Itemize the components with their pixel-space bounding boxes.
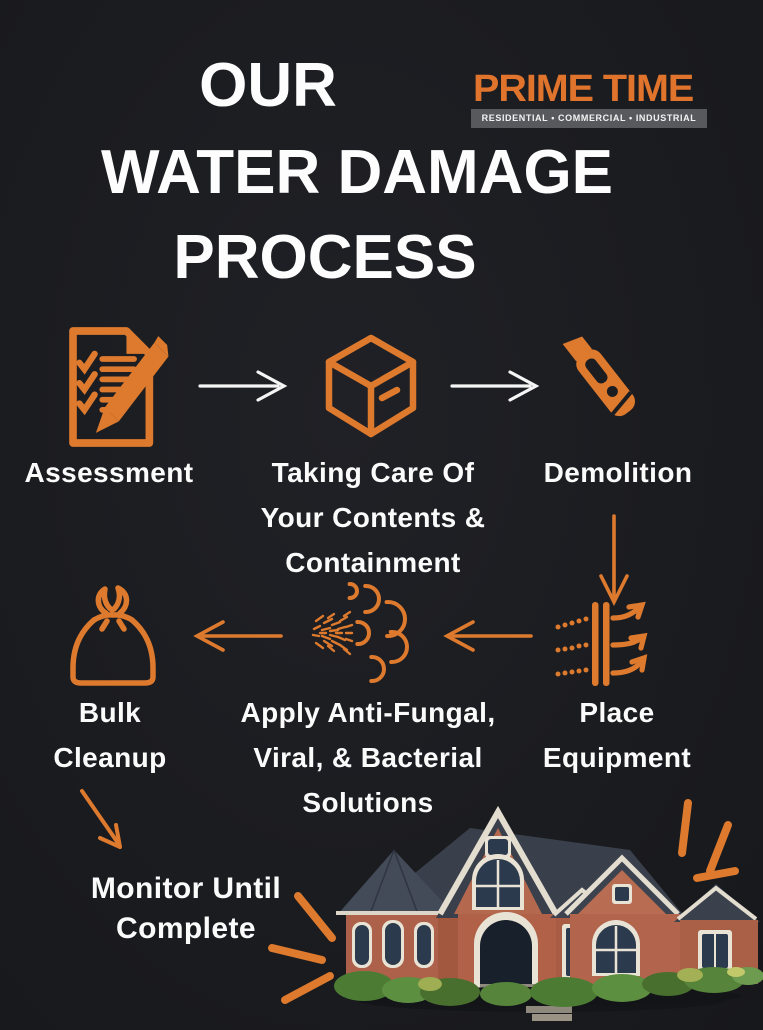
step-label-bulk-cleanup: Bulk Cleanup [53, 697, 167, 773]
brand-tagline: RESIDENTIAL • COMMERCIAL • INDUSTRIAL [471, 109, 707, 128]
flow-arrow-5 [72, 785, 142, 865]
flow-arrow-4 [193, 618, 285, 654]
air-mover-icon [552, 596, 657, 691]
page-title-line2: WATER DAMAGE [100, 138, 614, 207]
checklist-pencil-icon [45, 322, 185, 452]
emphasis-rays-left-icon [260, 888, 345, 1008]
flow-arrow-2 [448, 368, 543, 404]
page-title-line1: OUR [199, 51, 337, 120]
house-illustration [330, 792, 763, 1030]
spray-cloud-icon [300, 582, 425, 694]
step-label-place-equipment: Place Equipment [542, 697, 692, 773]
utility-knife-icon [553, 320, 658, 444]
flow-arrow-1 [196, 368, 291, 404]
step-label-demolition: Demolition [543, 457, 693, 488]
step-label-apply-solutions: Apply Anti-Fungal, Viral, & Bacterial So… [240, 697, 496, 818]
step-label-monitor: Monitor Until Complete [90, 872, 282, 945]
box-icon [316, 330, 426, 444]
trash-bag-icon [58, 578, 168, 696]
step-label-contents-containment: Taking Care Of Your Contents & Containme… [260, 457, 486, 578]
page-title-line3: PROCESS [173, 223, 477, 292]
brand-name: PRIME TIME [473, 68, 694, 110]
emphasis-rays-right-icon [672, 793, 744, 888]
step-label-assessment: Assessment [24, 457, 194, 488]
flow-arrow-down [599, 512, 629, 607]
flow-arrow-3 [443, 618, 535, 654]
